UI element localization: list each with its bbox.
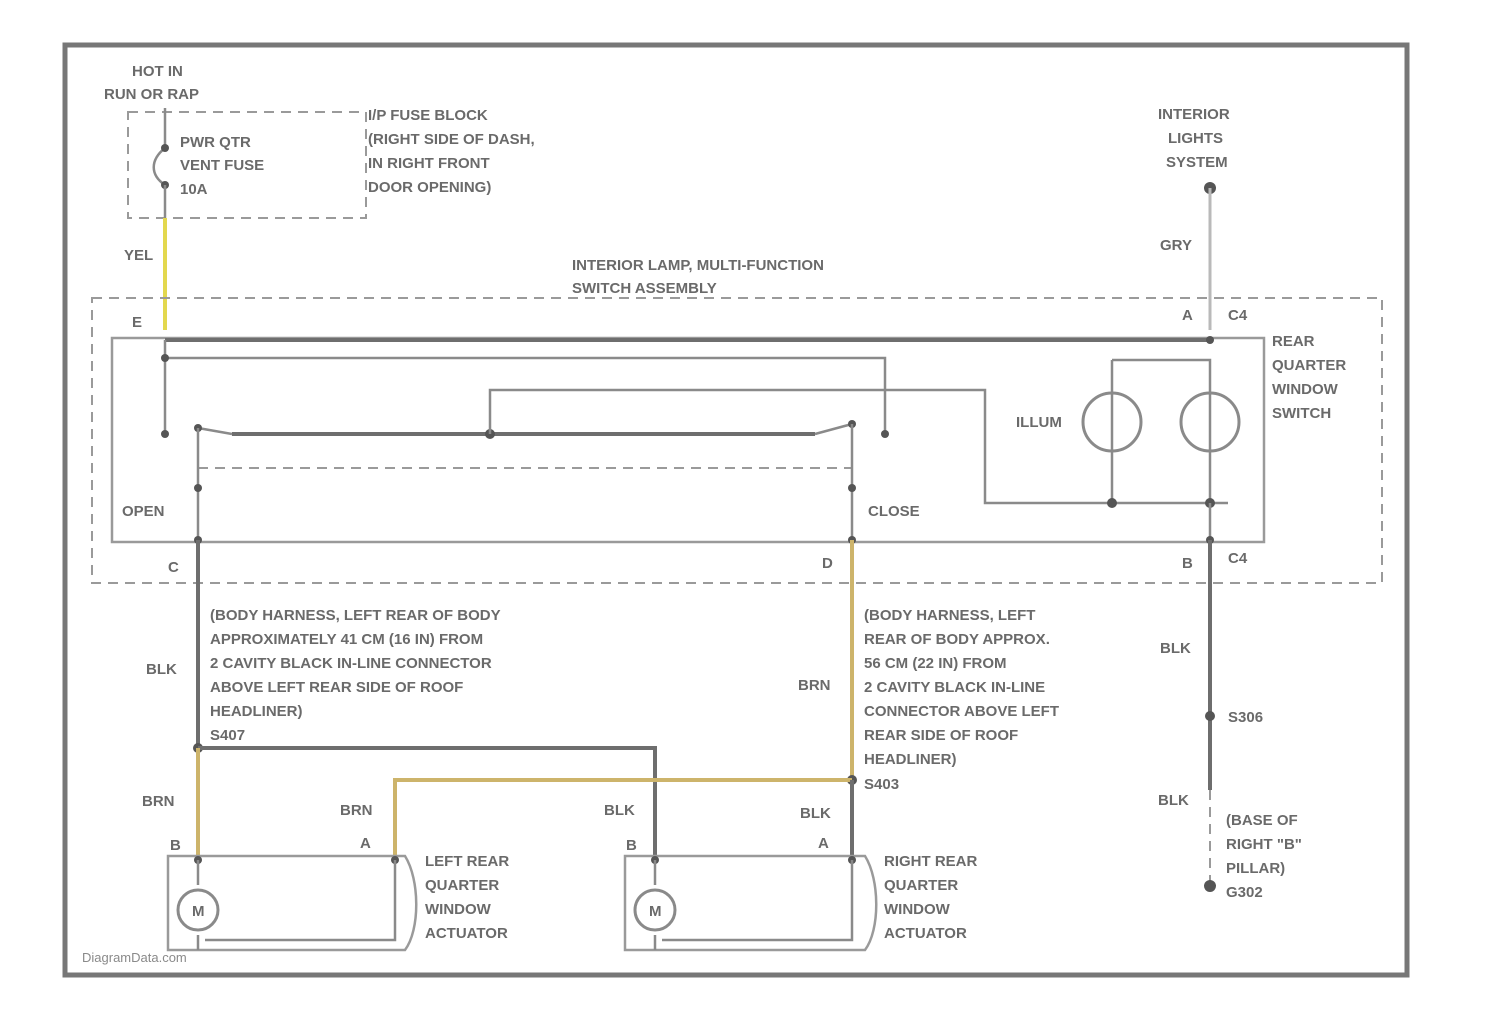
interior-lights-label-1: INTERIOR xyxy=(1158,106,1230,123)
left-actuator-label-4: ACTUATOR xyxy=(425,925,508,942)
pin-a-left-actuator: A xyxy=(360,835,371,852)
illum-node xyxy=(1107,498,1117,508)
right-note-line-8: S403 xyxy=(864,776,899,793)
gry-wire-label: GRY xyxy=(1160,237,1192,254)
ground-label-1: (BASE OF xyxy=(1226,812,1298,829)
left-note-line-5: HEADLINER) xyxy=(210,703,303,720)
rear-switch-label-3: WINDOW xyxy=(1272,381,1339,398)
fuse-block-label-1: I/P FUSE BLOCK xyxy=(368,107,488,124)
right-motor-label: M xyxy=(649,903,662,920)
rear-switch-label-1: REAR xyxy=(1272,333,1315,350)
contact-left xyxy=(161,430,169,438)
assembly-label-1: INTERIOR LAMP, MULTI-FUNCTION xyxy=(572,257,824,274)
open-label: OPEN xyxy=(122,503,165,520)
pin-b-right-label: B xyxy=(1182,555,1193,572)
pin-b-left-actuator: B xyxy=(170,837,181,854)
bus-node-left xyxy=(161,354,169,362)
left-note-line-3: 2 CAVITY BLACK IN-LINE CONNECTOR xyxy=(210,655,492,672)
rear-switch-label-4: SWITCH xyxy=(1272,405,1331,422)
ground-label-4: G302 xyxy=(1226,884,1263,901)
blk-b-label: BLK xyxy=(604,802,635,819)
left-actuator-label-1: LEFT REAR xyxy=(425,853,509,870)
left-actuator-label-3: WINDOW xyxy=(425,901,492,918)
right-note-line-6: REAR SIDE OF ROOF xyxy=(864,727,1018,744)
contact-right xyxy=(881,430,889,438)
bus-node-right xyxy=(1206,336,1214,344)
s306-label: S306 xyxy=(1228,709,1263,726)
fuse-terminal-top xyxy=(161,144,169,152)
right-actuator-label-4: ACTUATOR xyxy=(884,925,967,942)
hot-in-label-2: RUN OR RAP xyxy=(104,86,199,103)
close-label: CLOSE xyxy=(868,503,920,520)
fuse-block-label-2: (RIGHT SIDE OF DASH, xyxy=(368,131,535,148)
right-actuator-label-1: RIGHT REAR xyxy=(884,853,978,870)
left-note-line-4: ABOVE LEFT REAR SIDE OF ROOF xyxy=(210,679,463,696)
hot-in-label-1: HOT IN xyxy=(132,63,183,80)
blk-right-label: BLK xyxy=(1160,640,1191,657)
close-node xyxy=(848,484,856,492)
blk-left-label: BLK xyxy=(146,661,177,678)
left-note-line-1: (BODY HARNESS, LEFT REAR OF BODY xyxy=(210,607,501,624)
yel-wire-label: YEL xyxy=(124,247,153,264)
pin-e-label: E xyxy=(132,314,142,331)
brn-a-label: BRN xyxy=(340,802,373,819)
c4-bottom-label: C4 xyxy=(1228,550,1248,567)
right-note-line-2: REAR OF BODY APPROX. xyxy=(864,631,1050,648)
blk-right2-label: BLK xyxy=(1158,792,1189,809)
left-note-line-6: S407 xyxy=(210,727,245,744)
fuse-block-label-3: IN RIGHT FRONT xyxy=(368,155,490,172)
rear-switch-label-2: QUARTER xyxy=(1272,357,1346,374)
blk-a-label: BLK xyxy=(800,805,831,822)
pin-a-top-label: A xyxy=(1182,307,1193,324)
left-motor-label: M xyxy=(192,903,205,920)
right-note-line-1: (BODY HARNESS, LEFT xyxy=(864,607,1035,624)
pin-c-label: C xyxy=(168,559,179,576)
pin-b-right-actuator: B xyxy=(626,837,637,854)
right-note-line-7: HEADLINER) xyxy=(864,751,957,768)
pin-a-right-actuator: A xyxy=(818,835,829,852)
fuse-label-1: PWR QTR xyxy=(180,134,251,151)
right-actuator-label-3: WINDOW xyxy=(884,901,951,918)
interior-lights-label-3: SYSTEM xyxy=(1166,154,1228,171)
assembly-label-2: SWITCH ASSEMBLY xyxy=(572,280,717,297)
splice-s306 xyxy=(1205,711,1215,721)
right-note-line-3: 56 CM (22 IN) FROM xyxy=(864,655,1007,672)
interior-lights-label-2: LIGHTS xyxy=(1168,130,1223,147)
left-note-line-2: APPROXIMATELY 41 CM (16 IN) FROM xyxy=(210,631,483,648)
right-note-line-5: CONNECTOR ABOVE LEFT xyxy=(864,703,1059,720)
illum-label: ILLUM xyxy=(1016,414,1062,431)
open-node xyxy=(194,484,202,492)
brn-b-label: BRN xyxy=(142,793,175,810)
fuse-label-2: VENT FUSE xyxy=(180,157,264,174)
fuse-block-label-4: DOOR OPENING) xyxy=(368,179,491,196)
left-actuator-label-2: QUARTER xyxy=(425,877,499,894)
c4-top-label: C4 xyxy=(1228,307,1248,324)
brn-mid-label: BRN xyxy=(798,677,831,694)
right-actuator-label-2: QUARTER xyxy=(884,877,958,894)
watermark: DiagramData.com xyxy=(82,950,187,965)
pin-d-label: D xyxy=(822,555,833,572)
ground-g302 xyxy=(1204,880,1216,892)
ground-label-3: PILLAR) xyxy=(1226,860,1285,877)
fuse-label-3: 10A xyxy=(180,181,208,198)
right-note-line-4: 2 CAVITY BLACK IN-LINE xyxy=(864,679,1045,696)
ground-label-2: RIGHT "B" xyxy=(1226,836,1302,853)
